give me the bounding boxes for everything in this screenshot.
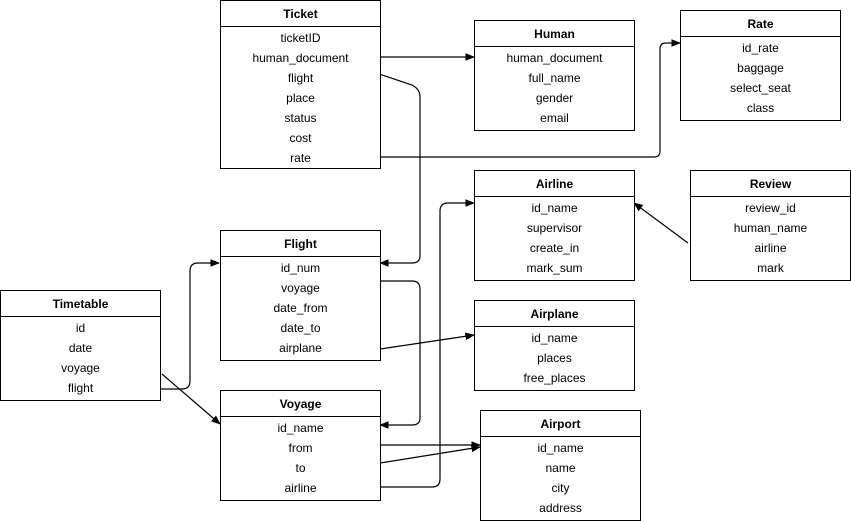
entity-voyage-field: from [288, 441, 313, 455]
entity-ticket-field: place [286, 91, 315, 105]
entity-human-field: full_name [528, 71, 581, 85]
entity-rate-field: id_rate [742, 41, 779, 55]
entity-ticket-field: cost [289, 131, 312, 145]
entity-review-field: airline [754, 241, 787, 255]
entity-airplane-title: Airplane [475, 301, 634, 327]
entity-airline-field: id_name [531, 201, 578, 215]
entity-airport-field: city [551, 481, 570, 495]
entity-airplane-field: places [537, 351, 572, 365]
entity-flight-field: id_num [280, 261, 321, 275]
entity-timetable-fields: id date voyage flight [1, 317, 160, 398]
entity-voyage-field: to [295, 461, 306, 475]
entity-flight-field: airplane [279, 341, 322, 355]
edge-voyage-airline [380, 199, 475, 488]
entity-rate-field: baggage [737, 61, 784, 75]
edge-timetable-flight [160, 259, 220, 390]
entity-human-field: human_document [506, 51, 603, 65]
entity-review-field: mark [757, 261, 784, 275]
entity-airline-field: mark_sum [526, 261, 583, 275]
edge-timetable-voyage [161, 373, 221, 425]
edge-voyage-to-airport [379, 444, 481, 464]
entity-airline-field: create_in [529, 241, 580, 255]
entity-airplane-field: id_name [531, 331, 578, 345]
entity-rate-field: select_seat [730, 81, 791, 95]
entity-flight-field: date_to [280, 321, 321, 335]
entity-ticket-field: rate [290, 151, 311, 165]
entity-review-field: review_id [745, 201, 796, 215]
entity-timetable-field: date [68, 341, 93, 355]
entity-ticket-field: ticketID [280, 31, 321, 45]
entity-rate-title: Rate [681, 11, 840, 37]
entity-timetable-field: flight [67, 381, 94, 395]
entity-airline-field: supervisor [526, 221, 583, 235]
entity-airport-field: name [545, 461, 576, 475]
entity-human-title: Human [475, 21, 634, 47]
entity-flight-title: Flight [221, 231, 380, 257]
entity-flight-field: voyage [281, 281, 320, 295]
entity-timetable-field: id [75, 321, 86, 335]
edge-flight-voyage [379, 280, 421, 429]
entity-rate-field: class [746, 101, 775, 115]
entity-voyage-field: airline [284, 481, 317, 495]
entity-ticket-title: Ticket [221, 1, 380, 27]
edge-ticket-rate [380, 39, 681, 158]
entity-airplane-field: free_places [523, 371, 586, 385]
entity-ticket-field: status [284, 111, 317, 125]
entity-airport-title: Airport [481, 411, 640, 437]
entity-flight-field: date_from [273, 301, 328, 315]
entity-airline-title: Airline [475, 171, 634, 197]
entity-timetable[interactable]: Timetable id date voyage flight [0, 290, 161, 401]
edge-ticket-flight [375, 72, 421, 267]
entity-human-field: gender [535, 91, 574, 105]
entity-airport-field: id_name [537, 441, 584, 455]
entity-review-title: Review [691, 171, 850, 197]
entity-airline-fields: id_name supervisor create_in mark_sum [475, 197, 634, 278]
entity-review-field: human_name [733, 221, 808, 235]
entity-airline[interactable]: Airline id_name supervisor create_in mark_su… [474, 170, 635, 281]
edge-flight-airplane [379, 332, 475, 350]
entity-ticket-field: flight [287, 71, 314, 85]
edge-review-airline [633, 202, 689, 244]
entity-ticket-field: human_document [252, 51, 349, 65]
entity-human-field: email [540, 111, 569, 125]
entity-timetable-field: voyage [61, 361, 100, 375]
entity-airport-field: address [539, 501, 582, 515]
entity-timetable-title: Timetable [1, 291, 160, 317]
entity-voyage-field: id_name [277, 421, 324, 435]
entity-voyage-title: Voyage [221, 391, 380, 417]
